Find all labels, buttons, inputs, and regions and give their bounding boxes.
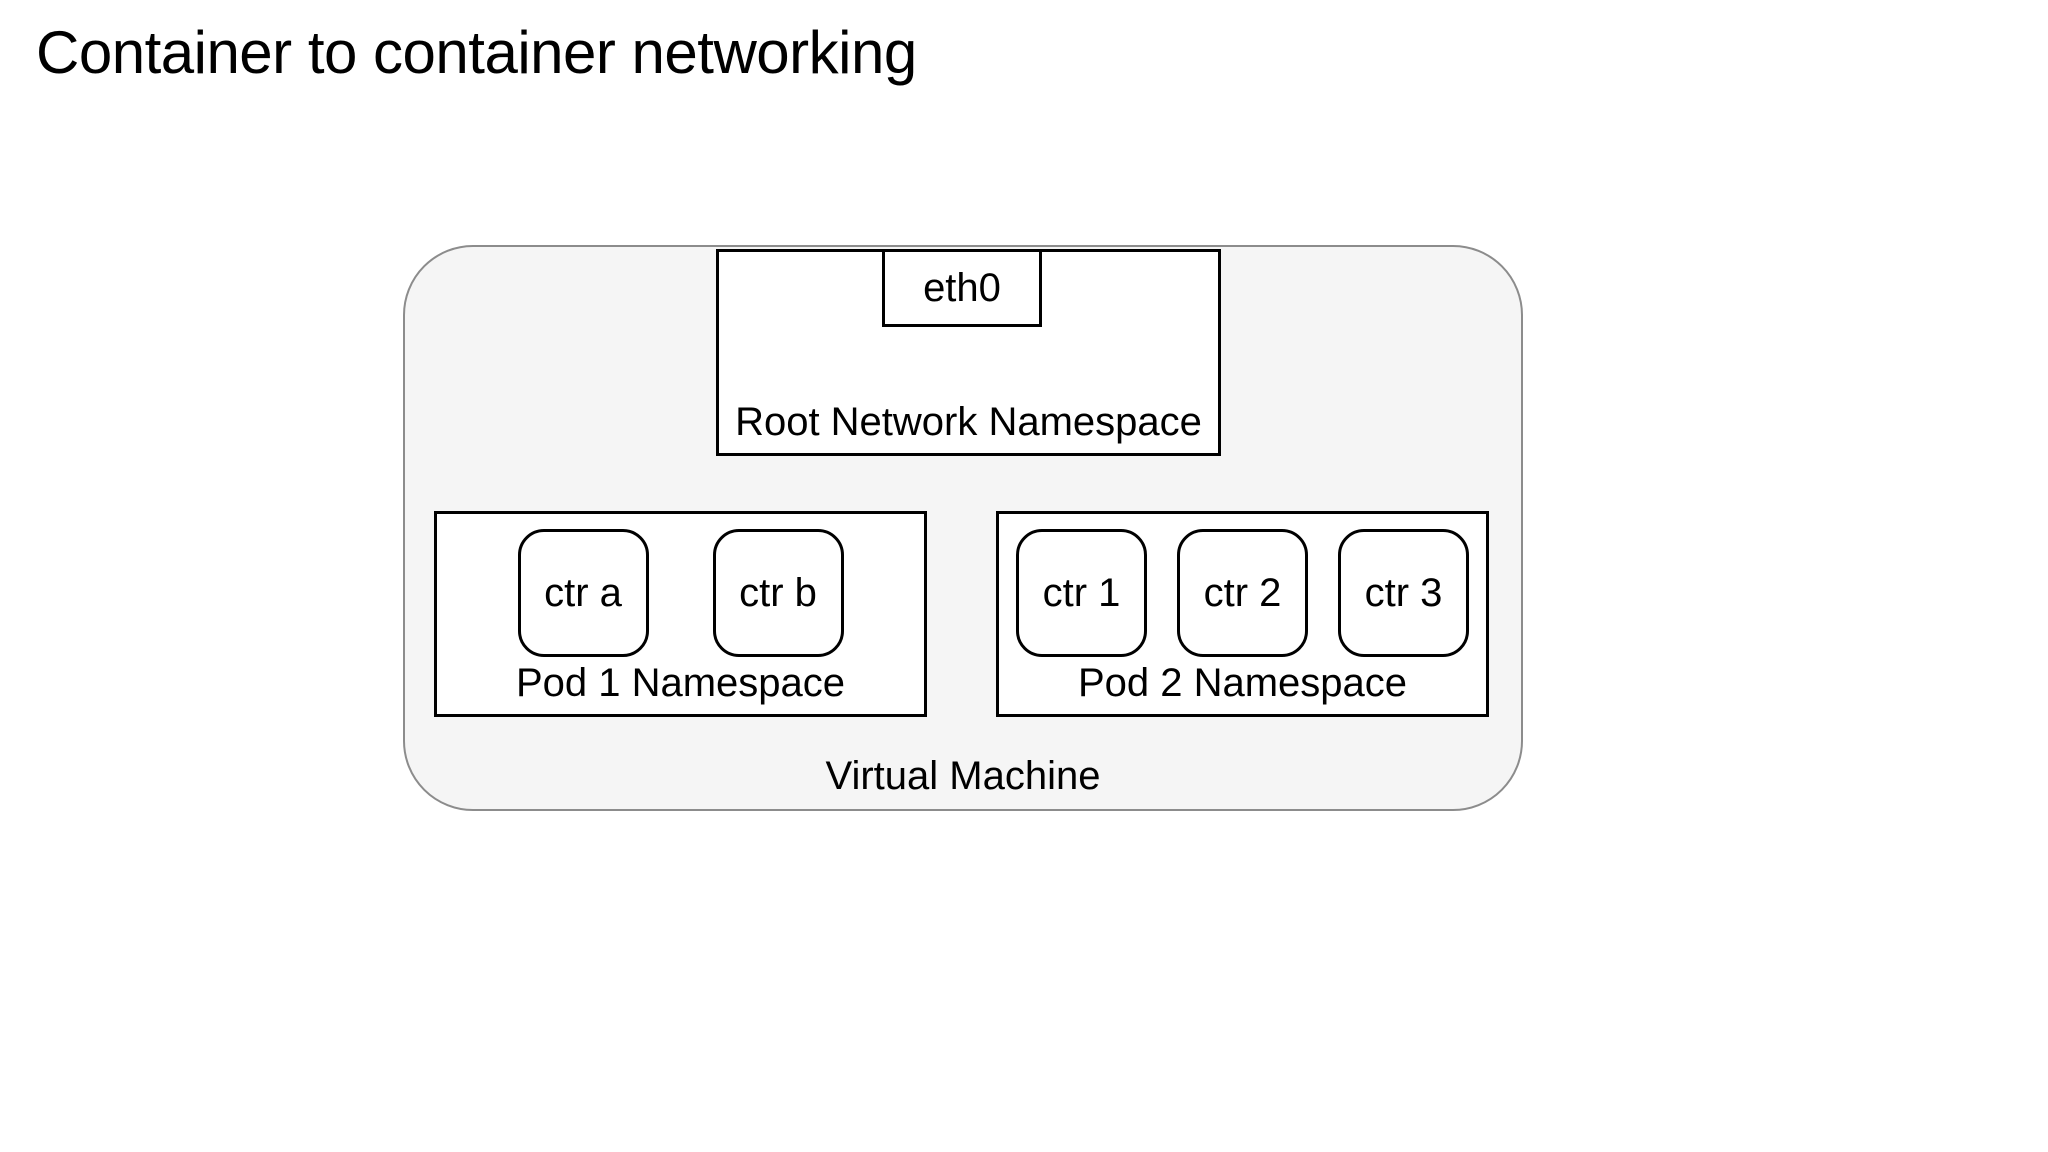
virtual-machine-label: Virtual Machine [825, 754, 1101, 798]
ctr-1-label: ctr 1 [1042, 570, 1121, 615]
ctr-b-label: ctr b [739, 570, 817, 615]
eth0-box: eth0 [882, 249, 1042, 327]
container-box-ctr-2: ctr 2 [1177, 529, 1308, 657]
container-box-ctr-1: ctr 1 [1016, 529, 1147, 657]
root-network-namespace-box: eth0 Root Network Namespace [716, 249, 1221, 456]
ctr-3-label: ctr 3 [1364, 570, 1443, 615]
container-box-ctr-b: ctr b [712, 529, 844, 657]
eth0-label: eth0 [923, 265, 1001, 310]
ctr-2-label: ctr 2 [1203, 570, 1282, 615]
container-box-ctr-3: ctr 3 [1338, 529, 1469, 657]
pod-2-namespace-label: Pod 2 Namespace [1077, 661, 1408, 705]
ctr-a-label: ctr a [544, 570, 622, 615]
pod-2-namespace-box: ctr 1 ctr 2 ctr 3 Pod 2 Namespace [996, 511, 1489, 717]
pod-2-container-row: ctr 1 ctr 2 ctr 3 [999, 529, 1486, 657]
pod-1-container-row: ctr a ctr b [437, 529, 924, 657]
page-title: Container to container networking [36, 19, 917, 86]
virtual-machine-box: eth0 Root Network Namespace ctr a ctr b … [403, 245, 1523, 811]
pod-1-namespace-box: ctr a ctr b Pod 1 Namespace [434, 511, 927, 717]
pod-1-namespace-label: Pod 1 Namespace [515, 661, 846, 705]
root-network-namespace-label: Root Network Namespace [735, 400, 1202, 444]
container-box-ctr-a: ctr a [517, 529, 649, 657]
